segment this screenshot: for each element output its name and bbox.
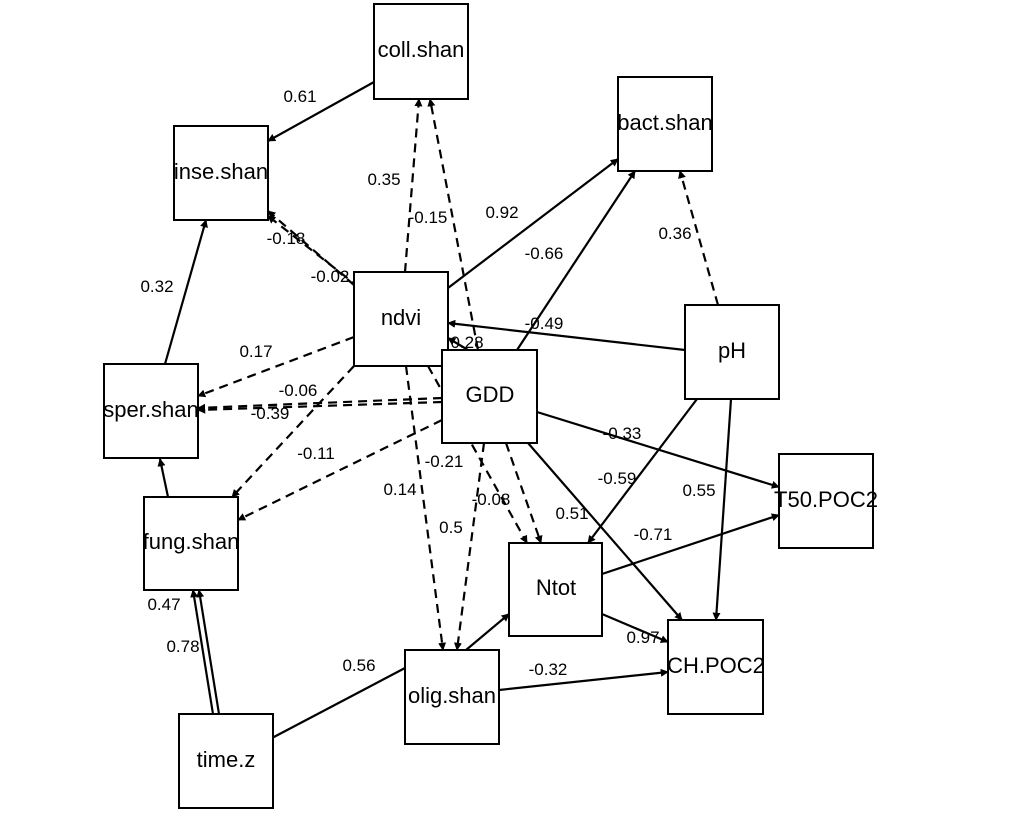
edge-label-ph-bact: 0.36 (658, 224, 691, 243)
node-ndvi: ndvi (353, 271, 449, 367)
edge-fung-sper (157, 458, 170, 498)
edge-label-sper-inse: 0.32 (140, 277, 173, 296)
edge-gdd-olig (453, 442, 486, 651)
node-fung-shan: fung.shan (143, 496, 240, 591)
edge-sper-inse (163, 219, 208, 365)
edge-label-ntot-chpoc: 0.97 (626, 628, 659, 647)
edge-label-gdd-coll: -0.15 (409, 208, 448, 227)
node-label-ch-poc2: CH.POC2 (667, 653, 765, 678)
edge-label-ndvi-fung: -0.11 (297, 444, 335, 463)
edge-label-gdd-sper-a: -0.06 (279, 381, 318, 400)
node-label-time-z: time.z (197, 747, 256, 772)
node-label-inse-shan: inse.shan (174, 159, 268, 184)
node-gdd: GDD (441, 349, 538, 444)
edge-label-ph-chpoc: 0.55 (682, 481, 715, 500)
edge-ph-chpoc (712, 398, 733, 621)
edge-labels-layer: 0.61 0.35 -0.15 0.92 -0.66 0.36 -0.18 -0… (140, 87, 715, 679)
edge-ndvi-olig (404, 365, 447, 651)
node-time-z: time.z (178, 713, 274, 809)
node-label-fung-shan: fung.shan (143, 529, 240, 554)
edge-ph-ntot (587, 398, 698, 544)
edge-time-olig (271, 667, 406, 739)
edge-ndvi-bact (447, 158, 619, 289)
node-label-ndvi: ndvi (381, 305, 421, 330)
edge-ntot-chpoc (601, 612, 669, 644)
edge-label-ntot-t50: -0.71 (634, 525, 673, 544)
node-label-coll-shan: coll.shan (378, 37, 465, 62)
edge-gdd-sper-b (197, 400, 443, 414)
nodes-layer: coll.shan bact.shan inse.shan ndvi GDD p… (103, 3, 878, 809)
node-olig-shan: olig.shan (404, 649, 500, 745)
edge-ph-bact (678, 170, 720, 306)
node-bact-shan: bact.shan (617, 76, 713, 172)
edge-time-fung-a (190, 589, 215, 715)
node-label-t50-poc2: T50.POC2 (774, 487, 878, 512)
edge-gdd-fung (237, 419, 443, 521)
edge-label-ndvi-sper: 0.17 (239, 342, 272, 361)
edge-label-time-fung-a: 0.47 (147, 595, 180, 614)
node-label-bact-shan: bact.shan (617, 110, 712, 135)
edge-label-ph-ndvi: -0.49 (525, 314, 564, 333)
edge-ntot-t50 (601, 513, 780, 576)
edge-label-gdd-olig: 0.5 (439, 518, 463, 537)
edge-ndvi-inse (267, 210, 355, 286)
edge-ndvi-coll (403, 98, 423, 273)
edge-label-ndvi-bact: 0.92 (485, 203, 518, 222)
node-ntot: Ntot (508, 542, 603, 637)
edge-ph-ndvi (447, 319, 686, 352)
edge-time-fung-b (196, 589, 221, 715)
edge-label-gdd-sper-b: -0.39 (251, 404, 290, 423)
node-label-olig-shan: olig.shan (408, 683, 496, 708)
edge-label-time-olig: 0.56 (342, 656, 375, 675)
edge-label-ndvi-ntot: -0.08 (472, 490, 511, 509)
edge-label-olig-chpoc: -0.32 (529, 660, 568, 679)
edge-label-coll-inse: 0.61 (283, 87, 316, 106)
edge-gdd-ndvi (447, 337, 469, 351)
edge-label-gdd-inse: -0.02 (311, 267, 350, 286)
edge-coll-inse (267, 81, 375, 142)
edge-label-time-fung-b: 0.78 (166, 637, 199, 656)
node-t50-poc2: T50.POC2 (774, 453, 878, 549)
edge-olig-chpoc (498, 668, 669, 692)
node-ph: pH (684, 304, 780, 400)
node-inse-shan: inse.shan (173, 125, 269, 221)
edge-label-ndvi-olig: 0.14 (383, 480, 416, 499)
node-label-ph: pH (718, 338, 746, 363)
node-coll-shan: coll.shan (373, 3, 469, 100)
edge-label-gdd-ndvi: 0.28 (450, 333, 483, 352)
edge-gdd-coll (427, 98, 480, 351)
edge-label-ndvi-coll: 0.35 (367, 170, 400, 189)
node-ch-poc2: CH.POC2 (667, 619, 765, 715)
edge-label-ph-ntot: -0.59 (598, 469, 637, 488)
edge-olig-ntot (465, 613, 510, 651)
edge-gdd-ntot (504, 442, 543, 544)
edge-label-gdd-bact: -0.66 (525, 244, 564, 263)
node-sper-shan: sper.shan (103, 363, 199, 459)
edge-ndvi-sper (197, 335, 355, 398)
node-label-sper-shan: sper.shan (103, 397, 198, 422)
node-label-ntot: Ntot (536, 575, 576, 600)
edge-label-gdd-t50: -0.33 (603, 424, 642, 443)
edge-label-gdd-fung: -0.21 (425, 452, 464, 471)
edge-label-gdd-chpoc: 0.51 (555, 504, 588, 523)
edge-label-ndvi-inse: -0.18 (267, 229, 306, 248)
edge-gdd-bact (516, 170, 636, 351)
node-label-gdd: GDD (466, 382, 515, 407)
edge-gdd-chpoc (527, 442, 683, 621)
